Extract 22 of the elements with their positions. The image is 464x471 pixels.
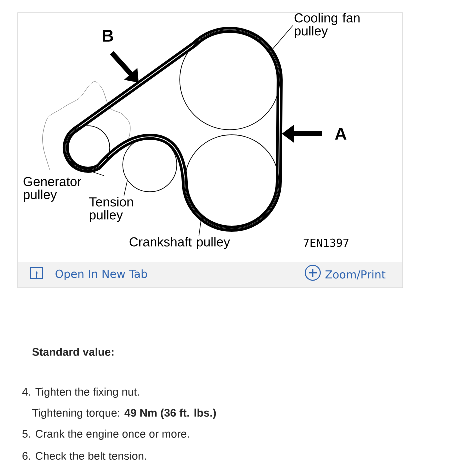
pulley-label: Tension pulley	[90, 197, 134, 222]
arrow-letter: A	[335, 128, 347, 140]
pulley-label: Generator pulley	[24, 177, 82, 202]
pulley	[180, 30, 280, 130]
heading: Standard value:	[32, 348, 114, 356]
figure-code: 7EN1397	[304, 238, 349, 248]
open-link: Open In New Tab	[56, 270, 148, 280]
arrow-letter: B	[103, 30, 114, 42]
leader-line	[270, 25, 294, 52]
pulley-label: Cooling fan pulley	[294, 13, 360, 38]
step-text: 5. Crank the engine once or more.	[22, 430, 190, 440]
leader-line	[198, 218, 202, 236]
step-text: Tightening torque: 49 Nm (36 ft. lbs.)	[32, 408, 216, 420]
pulley	[184, 134, 280, 230]
pulley	[122, 138, 178, 192]
pulley-label: Crankshaft pulley	[130, 237, 230, 250]
leader-line	[74, 166, 105, 176]
step-text: 4. Tighten the fixing nut.	[22, 388, 140, 398]
pulley	[66, 126, 110, 170]
step-text: 6. Check the belt tension.	[22, 452, 146, 460]
zoom-link: Zoom/Print	[326, 270, 386, 280]
leader-line	[124, 180, 128, 196]
